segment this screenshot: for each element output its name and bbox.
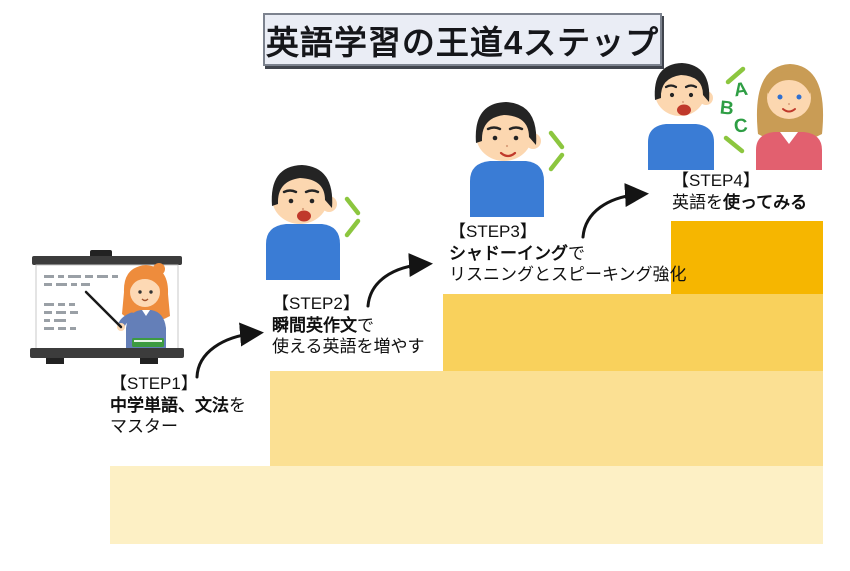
teacher-eye: [138, 290, 142, 294]
step1-method: 中学単語、文法を: [110, 395, 246, 417]
girl-eye: [796, 94, 802, 100]
whiteboard-text-lines: [44, 275, 118, 330]
stair-level-4: [671, 221, 823, 294]
boy-face: [272, 172, 328, 224]
step2-method: 瞬間英作文で: [272, 315, 425, 337]
boy-eyebrow: [486, 126, 502, 131]
letter-b: B: [719, 97, 735, 119]
boy-open-mouth: [677, 104, 691, 116]
boy-shirt: [266, 224, 340, 280]
boy-eye: [288, 198, 294, 204]
boy-nose: [301, 207, 305, 211]
speech-mark-icon: [344, 218, 361, 238]
page-title: 英語学習の王道4ステップ: [263, 13, 662, 66]
teacher-whiteboard-illustration: [30, 250, 184, 364]
boy-eyebrow: [664, 84, 678, 89]
talking-girl: [756, 64, 824, 170]
step1-keyword: 中学単語、文法: [110, 395, 229, 415]
teacher-fringe: [130, 273, 161, 290]
step1-caption: 【STEP1】 中学単語、文法を マスター: [110, 373, 246, 438]
teacher-eye: [149, 290, 153, 294]
teacher-face: [130, 277, 160, 307]
page-title-text: 英語学習の王道4ステップ: [265, 23, 660, 61]
speech-mark-icon: [725, 66, 746, 85]
speech-mark-icon: [548, 130, 565, 150]
step2-suffix: で: [357, 315, 374, 335]
boy-eye: [688, 92, 694, 98]
step4-method: 英語を使ってみる: [672, 192, 807, 214]
step3-desc: リスニングとスピーキング強化: [449, 265, 687, 285]
step3-caption: 【STEP3】 シャドーイングで リスニングとスピーキング強化: [449, 221, 687, 286]
boy-shirt: [648, 124, 714, 170]
boy-face: [655, 70, 705, 116]
speech-mark-icon: [344, 196, 361, 216]
girl-collar: [780, 132, 798, 144]
teacher-collar: [142, 310, 150, 316]
pointer-stick-icon: [84, 290, 123, 329]
book-pages: [134, 340, 162, 342]
girl-face: [767, 77, 811, 119]
green-book-icon: [132, 338, 164, 347]
letter-a: A: [733, 79, 750, 102]
boy-eyebrow: [684, 84, 698, 89]
boy-eyebrow: [508, 126, 524, 131]
boy-eye: [513, 135, 519, 141]
step3-label: 【STEP3】: [449, 222, 537, 241]
boy-face: [476, 109, 532, 161]
step2-caption: 【STEP2】 瞬間英作文で 使える英語を増やす: [272, 293, 425, 358]
girl-fringe: [767, 71, 811, 94]
boy-hair: [271, 165, 333, 208]
arrow-step1-to-step2-icon: [195, 322, 264, 379]
boy-eye: [669, 92, 675, 98]
stair-level-3: [443, 294, 823, 371]
teacher-hair-bun: [153, 263, 165, 275]
step1-desc: マスター: [110, 417, 178, 437]
girl-eye: [777, 94, 783, 100]
step4-label: 【STEP4】: [672, 171, 760, 190]
boy-shirt: [470, 161, 544, 217]
step3-keyword: シャドーイング: [449, 243, 568, 263]
boy-hair: [475, 102, 537, 145]
step1-label: 【STEP1】: [110, 374, 198, 393]
abc-letters: A B C: [719, 66, 750, 154]
letter-c: C: [733, 115, 749, 137]
boy-eye: [309, 198, 315, 204]
girl-smile: [782, 108, 796, 113]
step1-suffix: を: [229, 395, 246, 415]
teacher-mouth: [141, 298, 149, 302]
boy-nose: [682, 101, 684, 103]
boy-smile: [499, 151, 517, 158]
whiteboard-foot: [140, 358, 158, 364]
speech-mark-icon: [548, 152, 565, 172]
step4-keyword: 使ってみる: [723, 192, 808, 212]
step4-prefix: 英語を: [672, 192, 723, 212]
boy-eye: [492, 135, 498, 141]
teacher: [84, 263, 170, 350]
girl-shirt: [756, 132, 822, 170]
step2-keyword: 瞬間英作文: [272, 315, 357, 335]
step4-caption: 【STEP4】 英語を使ってみる: [672, 170, 807, 213]
whiteboard-foot: [46, 358, 64, 364]
whiteboard-top-rail: [32, 256, 182, 265]
speech-mark-icon: [723, 135, 745, 154]
conversation-illustration: A B C: [648, 63, 824, 170]
step2-desc: 使える英語を増やす: [272, 337, 425, 357]
boy-shadowing-illustration: [470, 102, 565, 217]
girl-nose: [788, 103, 790, 105]
stair-level-1: [110, 466, 823, 544]
boy-hair: [654, 63, 710, 102]
boy-eyebrow: [282, 189, 298, 194]
step3-method: シャドーイングで: [449, 243, 687, 265]
whiteboard-bottom-rail: [30, 348, 184, 358]
boy-nose: [505, 144, 509, 148]
boy-eyebrow: [304, 189, 320, 194]
boy-open-mouth: [297, 210, 311, 222]
talking-boy: [648, 63, 714, 170]
step2-label: 【STEP2】: [272, 294, 360, 313]
boy-speaking-illustration: [266, 165, 361, 280]
step3-suffix: で: [568, 243, 585, 263]
stair-level-2: [270, 371, 823, 466]
